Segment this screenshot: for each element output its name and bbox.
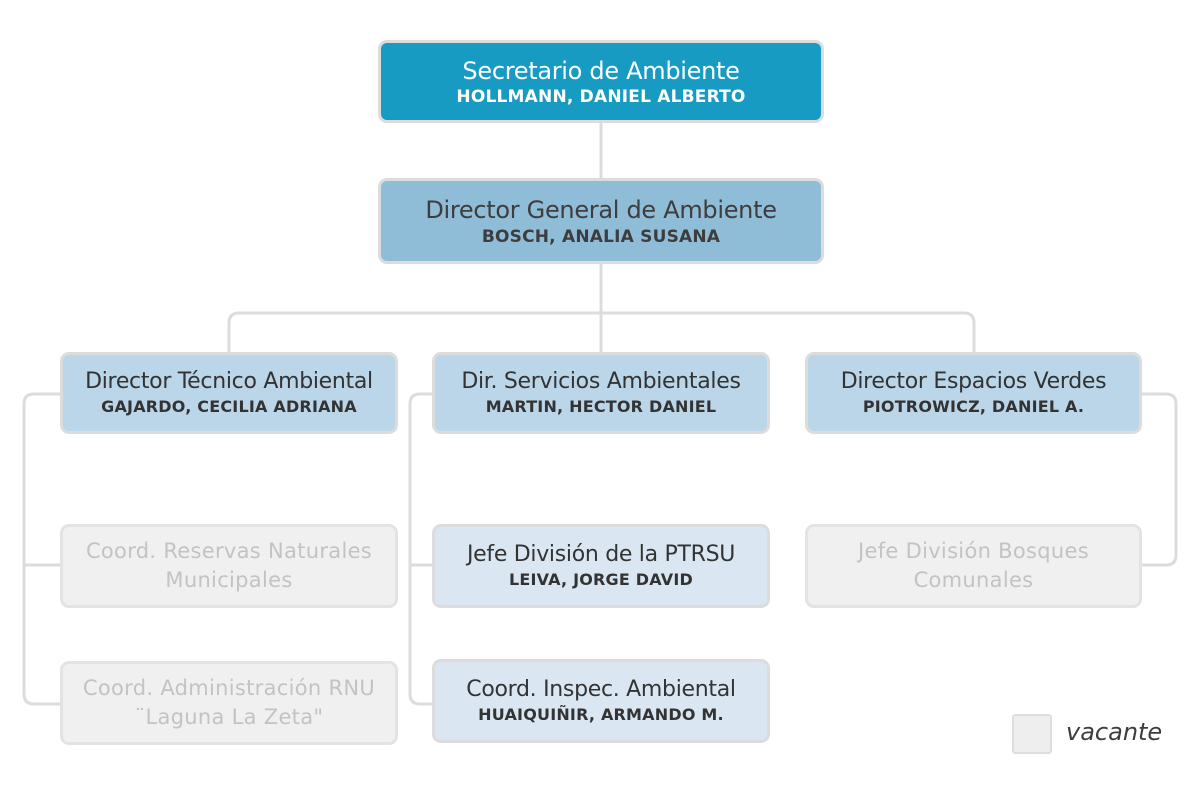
vacant-bosques-box: Jefe División Bosques Comunales [805, 524, 1142, 608]
vacant-bosques-title-line1: Jefe División Bosques [858, 539, 1089, 563]
director-servicios-box: Dir. Servicios Ambientales MARTIN, HECTO… [432, 352, 770, 434]
vacant-rnu-box: Coord. Administración RNU ¨Laguna La Zet… [60, 661, 398, 745]
vacant-reservas-title-line1: Coord. Reservas Naturales [85, 539, 373, 563]
inspeccion-box: Coord. Inspec. Ambiental HUAIQUIÑIR, ARM… [432, 659, 770, 743]
secretary-name: HOLLMANN, DANIEL ALBERTO [456, 86, 746, 107]
ptrsu-title: Jefe División de la PTRSU [466, 542, 736, 567]
ptrsu-name: LEIVA, JORGE DAVID [508, 570, 693, 589]
director-tecnico-box: Director Técnico Ambiental GAJARDO, CECI… [60, 352, 398, 434]
inspeccion-name: HUAIQUIÑIR, ARMANDO M. [478, 705, 724, 724]
connector-verdes-units [1140, 392, 1178, 567]
director-tecnico-title: Director Técnico Ambiental [85, 369, 373, 394]
legend-vacant-label: vacante [1066, 718, 1163, 746]
vacant-rnu-title-line1: Coord. Administración RNU [82, 676, 376, 700]
vacant-reservas-box: Coord. Reservas Naturales Municipales [60, 524, 398, 608]
inspeccion-title: Coord. Inspec. Ambiental [466, 677, 736, 702]
director-tecnico-name: GAJARDO, CECILIA ADRIANA [101, 397, 357, 416]
connector-servicios-units [408, 392, 434, 706]
director-general-title: Director General de Ambiente [425, 196, 777, 224]
legend-vacant-swatch [1012, 714, 1052, 754]
vacant-reservas-title-line2: Municipales [165, 568, 293, 592]
director-servicios-name: MARTIN, HECTOR DANIEL [485, 397, 717, 416]
secretary-box: Secretario de Ambiente HOLLMANN, DANIEL … [378, 40, 824, 123]
connector-branch-left [227, 311, 601, 354]
director-general-box: Director General de Ambiente BOSCH, ANAL… [378, 178, 824, 264]
director-verdes-title: Director Espacios Verdes [840, 369, 1107, 394]
connector-tecnico-units [22, 392, 62, 706]
ptrsu-box: Jefe División de la PTRSU LEIVA, JORGE D… [432, 524, 770, 608]
vacant-rnu-title-line2: ¨Laguna La Zeta" [134, 705, 324, 729]
director-servicios-title: Dir. Servicios Ambientales [461, 369, 741, 394]
vacant-bosques-title-line2: Comunales [913, 568, 1034, 592]
secretary-title: Secretario de Ambiente [462, 56, 740, 85]
director-general-name: BOSCH, ANALIA SUSANA [481, 227, 721, 247]
connector-branch-right [601, 311, 976, 354]
director-verdes-name: PIOTROWICZ, DANIEL A. [862, 397, 1085, 416]
director-verdes-box: Director Espacios Verdes PIOTROWICZ, DAN… [805, 352, 1142, 434]
